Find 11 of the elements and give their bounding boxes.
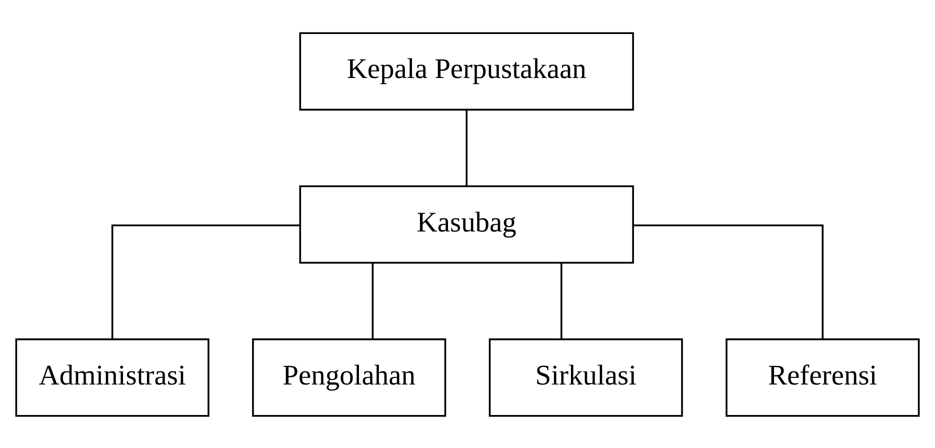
connector — [560, 262, 562, 338]
node-box: Referensi — [726, 338, 920, 416]
connector — [633, 224, 824, 339]
node-box: Sirkulasi — [488, 338, 683, 416]
connector — [466, 110, 468, 186]
node-box: Pengolahan — [252, 338, 446, 416]
node-box: Kasubag — [299, 184, 634, 264]
node-box: Kepala Perpustakaan — [299, 32, 634, 110]
connector — [111, 224, 300, 339]
node-box: Administrasi — [15, 338, 210, 416]
connector — [372, 262, 374, 338]
